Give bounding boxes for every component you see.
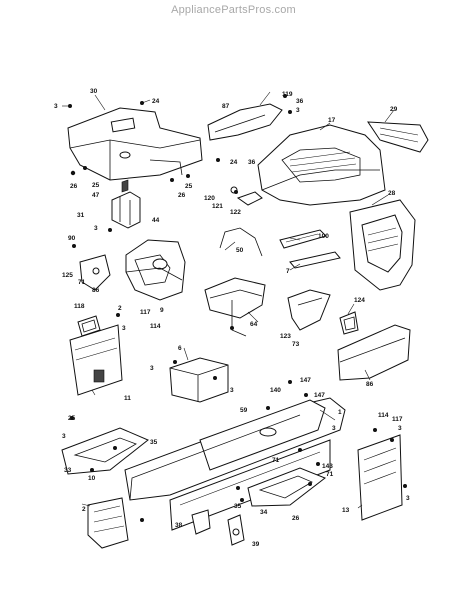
callout-34: 34	[260, 509, 268, 516]
callout-3: 3	[332, 425, 336, 432]
callout-86: 86	[92, 287, 100, 294]
part-6-block	[169, 357, 229, 403]
callout-143: 143	[322, 463, 333, 470]
callout-39: 39	[252, 541, 260, 548]
callout-3: 3	[230, 387, 234, 394]
callout-120: 120	[204, 195, 215, 202]
callout-90: 90	[68, 235, 76, 242]
callout-147: 147	[300, 377, 311, 384]
part-11-side-panel	[69, 324, 123, 396]
part-9-fuel-tank	[125, 239, 186, 301]
callout-28: 28	[388, 190, 396, 197]
callout-24: 24	[152, 98, 160, 105]
callout-38: 38	[175, 522, 183, 529]
callout-3: 3	[54, 103, 58, 110]
callout-3: 3	[150, 365, 154, 372]
part-86-small-plate	[79, 254, 111, 291]
callout-86: 86	[366, 381, 374, 388]
callout-2: 2	[82, 506, 86, 513]
callout-2: 2	[118, 305, 122, 312]
callout-11: 11	[124, 395, 131, 402]
leader-lines	[62, 91, 395, 509]
part-39-bracket	[227, 514, 245, 546]
callout-119: 119	[282, 91, 293, 98]
callout-26: 26	[292, 515, 300, 522]
callout-87: 87	[222, 103, 230, 110]
callout-6: 6	[178, 345, 182, 352]
callout-71: 71	[272, 457, 280, 464]
callout-1: 1	[338, 409, 342, 416]
callout-29: 29	[390, 106, 398, 113]
callout-3: 3	[122, 325, 126, 332]
part-87-side-bracket	[207, 103, 283, 141]
callout-3: 3	[62, 433, 66, 440]
callout-124: 124	[354, 297, 365, 304]
callout-35: 35	[150, 439, 158, 446]
part-38-bracket	[191, 509, 211, 535]
part-31-44-bracket	[111, 179, 141, 229]
part-122-bumper-clip	[230, 186, 263, 206]
part-29-grille-strip	[367, 121, 429, 153]
callout-26: 26	[178, 192, 186, 199]
callout-44: 44	[152, 217, 160, 224]
callout-118: 118	[74, 303, 85, 310]
callout-71: 71	[326, 471, 334, 478]
callout-36: 36	[248, 159, 256, 166]
part-17-hood	[257, 124, 386, 206]
callout-117: 117	[392, 416, 403, 423]
callout-59: 59	[240, 407, 248, 414]
part-118-gasket	[77, 315, 101, 337]
callout-47: 47	[92, 192, 100, 199]
callout-9: 9	[160, 307, 164, 314]
callout-24: 24	[230, 159, 238, 166]
callout-30: 30	[90, 88, 98, 95]
part-50-wire-rod	[219, 227, 263, 257]
callout-17: 17	[328, 117, 336, 124]
callout-labels: 30 3 24 26 25 47 26 25 31 44 3 87 119 36…	[54, 88, 410, 548]
callout-125: 125	[62, 272, 73, 279]
watermark-text: AppliancePartsPros.com	[171, 4, 296, 16]
part-123-curved-bracket	[287, 289, 331, 331]
callout-123: 123	[280, 333, 291, 340]
callout-10: 10	[88, 475, 96, 482]
callout-147: 147	[314, 392, 325, 399]
part-1-main-frame	[124, 397, 346, 531]
callout-25: 25	[68, 415, 76, 422]
callout-3: 3	[296, 107, 300, 114]
part-28-grille-frame	[349, 199, 416, 291]
callout-35: 35	[234, 503, 242, 510]
callout-114: 114	[150, 323, 161, 330]
callout-25: 25	[185, 183, 193, 190]
part-2-lower-panel	[87, 497, 129, 549]
callout-140: 140	[270, 387, 281, 394]
callout-50: 50	[236, 247, 244, 254]
callout-26: 26	[70, 183, 78, 190]
callout-25: 25	[92, 182, 100, 189]
part-100-bar	[279, 229, 341, 269]
callout-73: 73	[292, 341, 300, 348]
part-30-dash-panel	[67, 107, 203, 181]
callout-100: 100	[318, 233, 329, 240]
callout-114: 114	[378, 412, 389, 419]
callout-31: 31	[77, 212, 85, 219]
callout-3: 3	[94, 225, 98, 232]
callout-3: 3	[406, 495, 410, 502]
callout-64: 64	[250, 321, 258, 328]
callout-122: 122	[230, 209, 241, 216]
callout-36: 36	[296, 98, 304, 105]
part-13-side-panel	[357, 434, 403, 521]
callout-7: 7	[286, 268, 290, 275]
callout-121: 121	[212, 203, 223, 210]
callout-13: 13	[342, 507, 350, 514]
part-34-foot-plate	[247, 467, 326, 507]
callout-71: 71	[78, 279, 86, 286]
callout-3: 3	[398, 425, 402, 432]
part-86-side-skirt	[337, 324, 411, 381]
callout-33: 33	[64, 467, 72, 474]
part-33-foot-plate	[61, 427, 149, 475]
callout-117: 117	[140, 309, 151, 316]
part-124-clip	[339, 311, 359, 335]
